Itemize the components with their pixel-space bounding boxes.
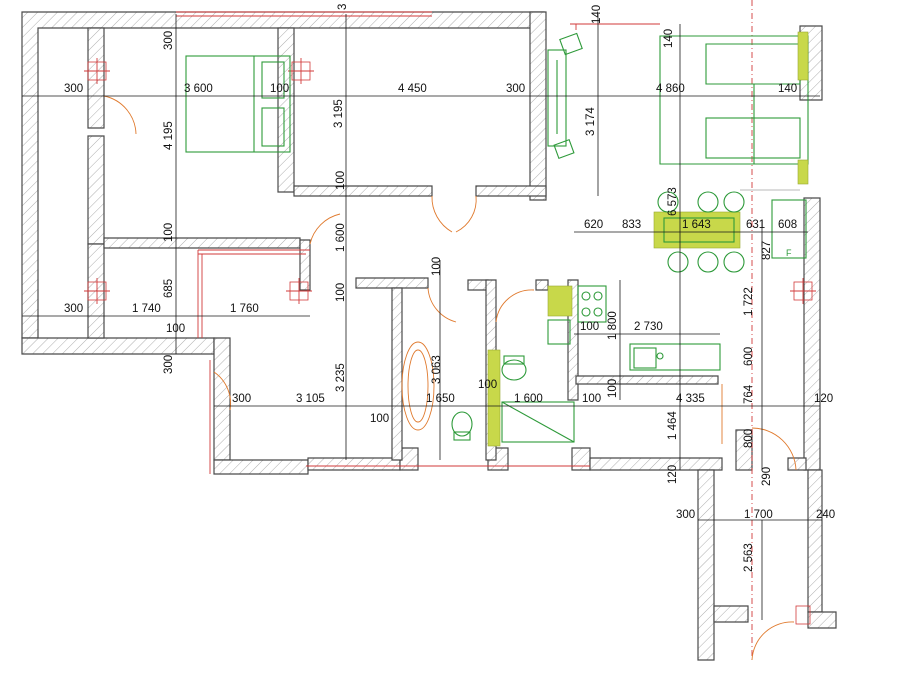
dim-kv-11: 290 xyxy=(761,467,773,486)
mark-3: 3 xyxy=(337,4,349,10)
dim-mr-1: 300 xyxy=(64,303,83,315)
exterior-walls xyxy=(21,11,837,661)
dim-bs-2: 100 xyxy=(580,321,599,333)
dim-mr-3: 1 760 xyxy=(230,303,259,315)
dim-lc-4: 300 xyxy=(163,355,175,374)
dim-br-6: 100 xyxy=(582,393,601,405)
new-partitions xyxy=(176,0,753,660)
dim-bal-3: 240 xyxy=(816,509,835,521)
dim-top-2: 3 600 xyxy=(184,83,213,95)
dim-mv-2: 1 600 xyxy=(335,223,347,252)
dim-top-4: 4 450 xyxy=(398,83,427,95)
dim-top-3: 100 xyxy=(270,83,289,95)
dim-bal-4: 2 563 xyxy=(743,543,755,572)
dim-top-1: 300 xyxy=(64,83,83,95)
dim-kr-1: 620 xyxy=(584,219,603,231)
dim-kv-9: 1 464 xyxy=(667,411,679,440)
dim-mv-6: 3 063 xyxy=(431,355,443,384)
dim-bs-1: 100 xyxy=(478,379,497,391)
dim-tv-3: 140 xyxy=(591,5,603,24)
dim-br-2: 3 105 xyxy=(296,393,325,405)
dim-lc-2: 100 xyxy=(163,223,175,242)
dim-top-7: 140 xyxy=(778,83,797,95)
dim-kv-7: 600 xyxy=(743,347,755,366)
dim-tv-1: 300 xyxy=(163,31,175,50)
dimension-labels: 300 3 600 100 4 450 300 4 860 140 300 3 … xyxy=(64,4,835,572)
dim-br-3: 100 xyxy=(370,413,389,425)
column-markers xyxy=(84,58,816,625)
dim-top-5: 300 xyxy=(506,83,525,95)
dim-br-8: 120 xyxy=(814,393,833,405)
dimension-lines xyxy=(22,14,822,620)
dim-tv-5: 3 174 xyxy=(585,107,597,136)
dim-kv-10: 800 xyxy=(743,429,755,448)
dim-tv-2: 3 195 xyxy=(333,99,345,128)
dim-kv-2: 827 xyxy=(761,241,773,260)
dim-mv-1: 100 xyxy=(335,171,347,190)
dim-mv-3: 100 xyxy=(335,283,347,302)
dim-mv-4: 3 235 xyxy=(335,363,347,392)
dim-kv-8: 764 xyxy=(743,384,755,404)
dim-kv-1: 6 573 xyxy=(667,187,679,216)
dim-br-1: 300 xyxy=(232,393,251,405)
doors xyxy=(103,95,797,661)
dim-mr-2: 1 740 xyxy=(132,303,161,315)
mark-f: F xyxy=(786,248,792,258)
furniture xyxy=(185,31,809,447)
dim-kr-5: 608 xyxy=(778,219,797,231)
dim-kr-3: 1 643 xyxy=(682,219,711,231)
dim-bal-1: 300 xyxy=(676,509,695,521)
dim-kv-5: 100 xyxy=(607,379,619,398)
dim-kv-3: 1 722 xyxy=(743,287,755,316)
dim-bal-2: 1 700 xyxy=(744,509,773,521)
dim-mv-5: 100 xyxy=(431,257,443,276)
dim-br-7: 4 335 xyxy=(676,393,705,405)
dim-top-6: 4 860 xyxy=(656,83,685,95)
dim-tv-4: 140 xyxy=(663,29,675,48)
dim-br-5: 1 600 xyxy=(514,393,543,405)
dim-kv-12: 120 xyxy=(667,465,679,484)
dim-mr-4: 100 xyxy=(166,323,185,335)
dim-kv-6: 2 730 xyxy=(634,321,663,333)
dim-kr-2: 833 xyxy=(622,219,641,231)
dim-br-4: 1 650 xyxy=(426,393,455,405)
dim-lc-1: 4 195 xyxy=(163,121,175,150)
dim-kv-4: 1 800 xyxy=(607,311,619,340)
dim-kr-4: 631 xyxy=(746,219,765,231)
dim-lc-3: 685 xyxy=(163,279,175,298)
